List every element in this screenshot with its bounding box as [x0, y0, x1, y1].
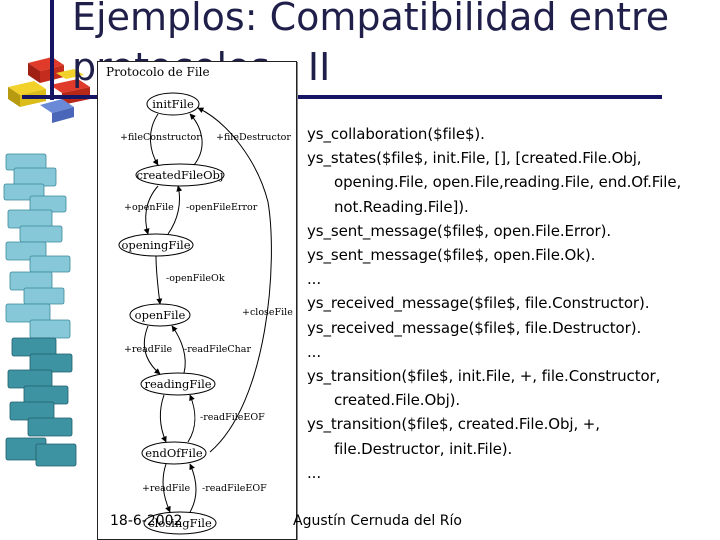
edge-open-file-ok: -openFileOk [166, 273, 225, 284]
edge-open-file: +openFile [124, 202, 174, 213]
code-line: not.Reading.File]). [334, 197, 469, 216]
edge-close-file: +closeFile [242, 307, 293, 318]
code-line: ... [307, 270, 322, 289]
edge-read-file-2: +readFile [142, 483, 191, 494]
title-vertical-rule [50, 0, 54, 100]
prolog-code-listing: ys_collaboration($file$). ys_states($fil… [307, 122, 712, 485]
edge-read-file-eof: -readFileEOF [200, 412, 265, 423]
code-line: ... [307, 463, 322, 482]
code-line: ys_sent_message($file$, open.File.Error)… [307, 221, 612, 240]
code-line: ys_sent_message($file$, open.File.Ok). [307, 246, 596, 265]
code-line: ys_received_message($file$, file.Destruc… [307, 318, 642, 337]
code-line: ... [307, 342, 322, 361]
edge-file-destructor: +fileDestructor [216, 132, 291, 143]
footer-author: Agustín Cernuda del Río [293, 513, 462, 529]
protocol-state-diagram: Protocolo de File initFile createdFileOb… [97, 61, 297, 540]
edge-read-file: +readFile [124, 344, 173, 355]
state-created-file-obj: createdFileObj [136, 168, 224, 182]
code-line: ys_collaboration($file$). [307, 125, 485, 143]
code-line: file.Destructor, init.File). [334, 439, 513, 458]
edge-read-file-eof-2: -readFileEOF [202, 483, 267, 494]
edge-open-file-error: -openFileError [186, 202, 258, 213]
edge-file-constructor: +fileConstructor [120, 132, 201, 143]
code-line: created.File.Obj). [334, 391, 461, 410]
code-line: ys_states($file$, init.File, [], [create… [307, 149, 642, 168]
edge-read-file-char: -readFileChar [184, 344, 252, 355]
footer-date: 18-6-2002 [110, 513, 183, 529]
code-line: ys_transition($file$, init.File, +, file… [307, 367, 661, 386]
state-reading-file: readingFile [144, 377, 212, 391]
state-open-file: openFile [134, 308, 186, 322]
diagram-arrows [118, 92, 272, 535]
code-line: opening.File, open.File,reading.File, en… [334, 173, 682, 192]
lego-tower-image [3, 153, 77, 467]
state-init-file: initFile [152, 97, 194, 111]
code-line: ys_transition($file$, created.File.Obj, … [307, 415, 600, 434]
title-horizontal-rule [22, 95, 662, 99]
code-line: ys_received_message($file$, file.Constru… [307, 294, 650, 313]
state-closing-file: closingFile [148, 516, 212, 530]
state-opening-file: openingFile [121, 238, 191, 252]
diagram-title: Protocolo de File [106, 65, 210, 79]
state-end-of-file: endOfFile [145, 446, 203, 460]
